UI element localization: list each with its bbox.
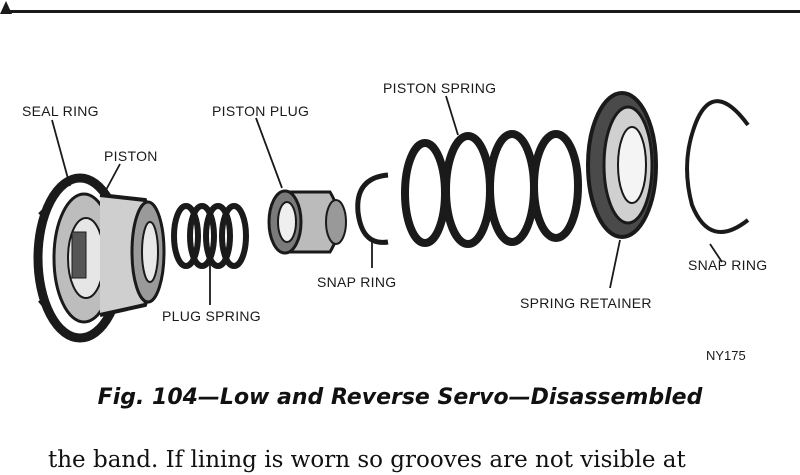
piston-spring-illustration [401,130,582,248]
label-piston-spring: PISTON SPRING [383,80,497,96]
spring-retainer-illustration [586,91,658,239]
label-spring-retainer: SPRING RETAINER [520,295,652,311]
plug-spring-illustration [171,203,249,269]
snap-ring-small-illustration [355,172,389,245]
figure-caption: Fig. 104—Low and Reverse Servo—Disassemb… [97,385,703,410]
label-plug-spring: PLUG SPRING [162,308,261,324]
servo-exploded-illustration [33,91,750,343]
snap-ring-large-illustration [685,99,750,234]
body-text-line: the band. If lining is worn so grooves a… [48,447,686,473]
top-arrow-marker [0,1,12,14]
label-snap-ring-large: SNAP RING [688,257,768,273]
piston-illustration [33,173,166,343]
leader-lines [51,95,723,305]
label-seal-ring: SEAL RING [22,103,99,119]
figure-id: NY175 [706,348,746,363]
piston-plug-illustration [267,189,347,255]
top-rule [10,10,800,13]
label-snap-ring-small: SNAP RING [317,274,397,290]
label-piston: PISTON [104,148,158,164]
label-piston-plug: PISTON PLUG [212,103,310,119]
